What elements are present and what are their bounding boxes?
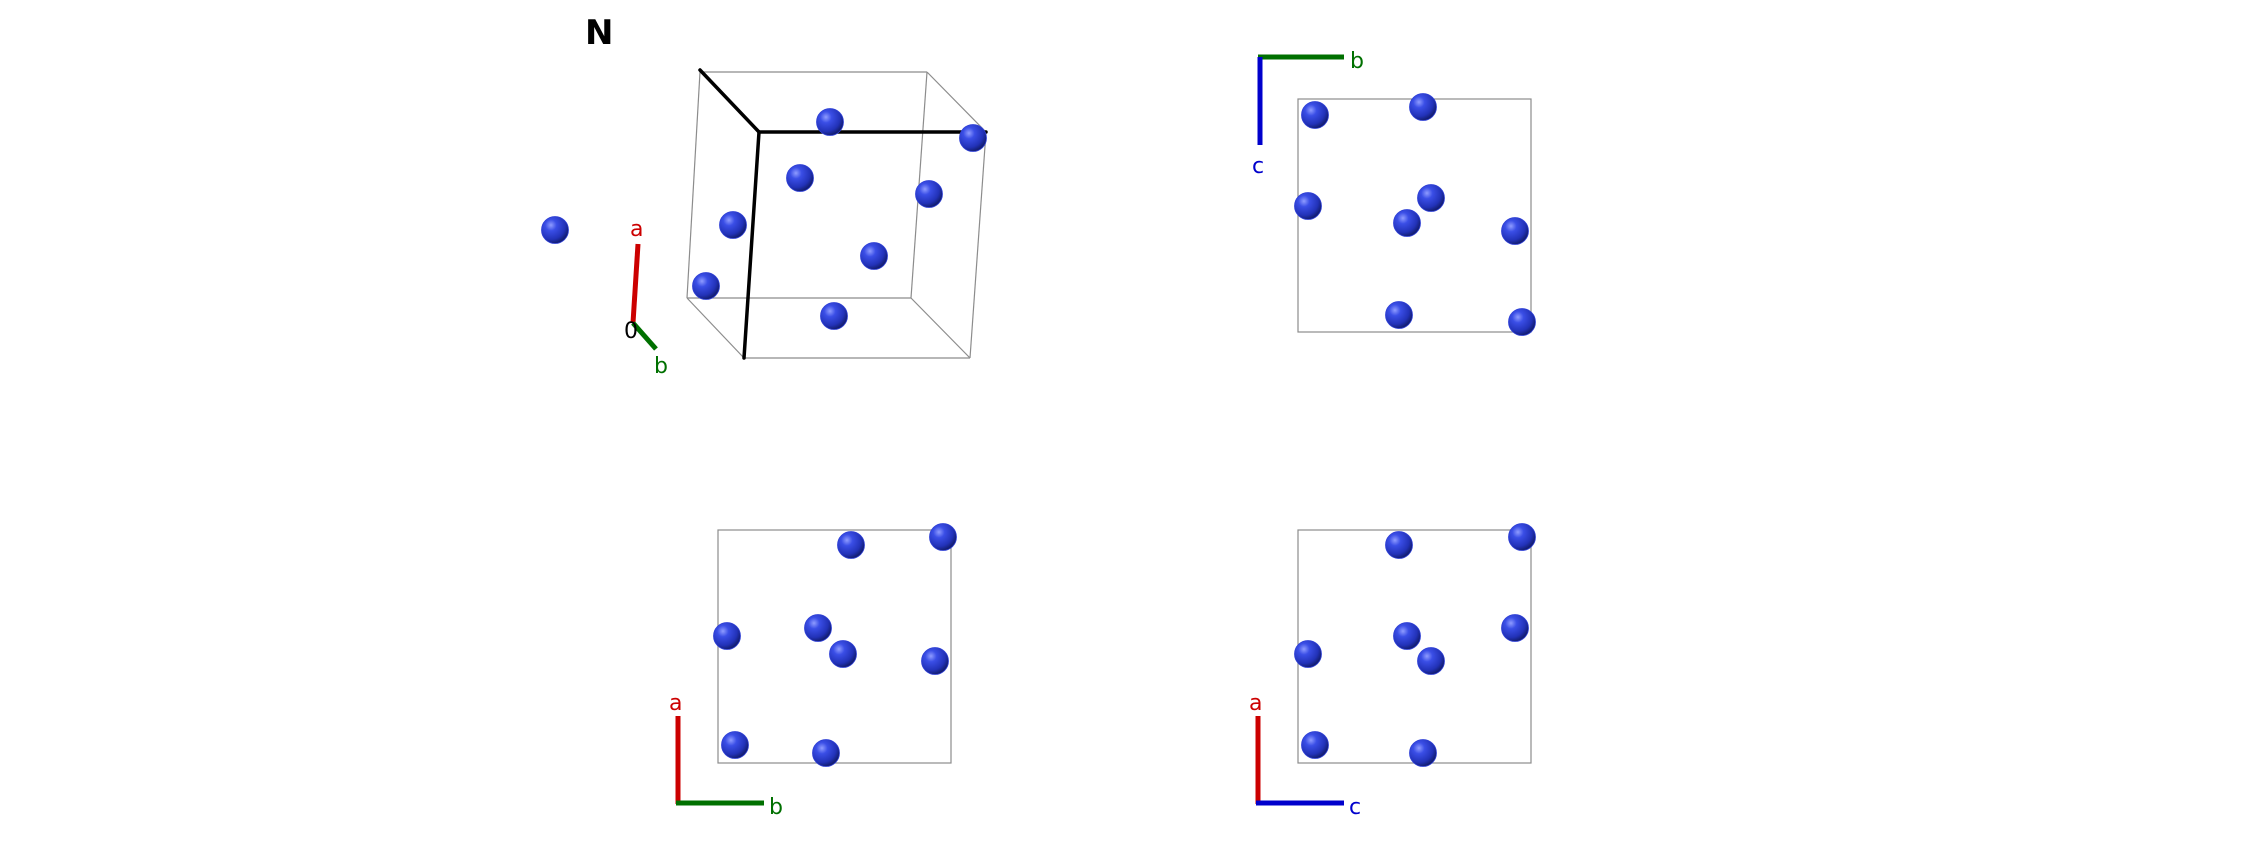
atom — [812, 739, 840, 767]
atoms-bc — [1294, 93, 1536, 336]
axis-triad-ac: a c — [1249, 691, 1361, 820]
element-title: N — [585, 13, 613, 53]
atom — [1294, 192, 1322, 220]
atoms-ac — [1294, 523, 1536, 767]
axis-label-a: a — [630, 217, 643, 242]
atom — [860, 242, 888, 270]
atom — [829, 640, 857, 668]
axis-triad-bc: b c — [1252, 49, 1364, 179]
axis-label-a: a — [669, 691, 682, 716]
atom — [804, 614, 832, 642]
atom — [719, 211, 747, 239]
atom — [1409, 739, 1437, 767]
atom — [921, 647, 949, 675]
atom — [820, 302, 848, 330]
axis-b-line — [631, 321, 658, 351]
axis-label-b: b — [1350, 49, 1364, 74]
atom — [1417, 184, 1445, 212]
projection-ab-panel: a b — [669, 523, 957, 820]
axis-a-line — [630, 243, 641, 324]
atom — [915, 180, 943, 208]
atom — [786, 164, 814, 192]
unit-cell-outline — [686, 68, 988, 360]
atom — [1409, 93, 1437, 121]
atom — [1385, 531, 1413, 559]
projection-ac-panel: a c — [1249, 523, 1536, 820]
atom — [929, 523, 957, 551]
atom — [1301, 731, 1329, 759]
projection-bc-panel: b c — [1252, 49, 1536, 336]
atom — [959, 124, 987, 152]
atom — [1508, 523, 1536, 551]
atom — [692, 272, 720, 300]
atom — [1301, 101, 1329, 129]
atoms-perspective — [541, 108, 987, 330]
atom — [1501, 217, 1529, 245]
atom — [1385, 301, 1413, 329]
origin-label: 0 — [624, 319, 638, 344]
axis-label-b: b — [769, 795, 783, 820]
axis-label-b: b — [654, 354, 668, 379]
atom — [721, 731, 749, 759]
atom — [713, 622, 741, 650]
atom — [1393, 209, 1421, 237]
axis-label-c: c — [1252, 154, 1264, 179]
atom — [1294, 640, 1322, 668]
atom — [1417, 647, 1445, 675]
atom — [541, 216, 569, 244]
axis-label-a: a — [1249, 691, 1262, 716]
perspective-panel: a 0 b — [541, 68, 988, 379]
atoms-ab — [713, 523, 957, 767]
atom — [1501, 614, 1529, 642]
axis-triad-perspective: a 0 b — [624, 217, 668, 379]
atom — [1508, 308, 1536, 336]
atom — [837, 531, 865, 559]
atom — [816, 108, 844, 136]
axis-triad-ab: a b — [669, 691, 783, 820]
atom — [1393, 622, 1421, 650]
axis-label-c: c — [1349, 795, 1361, 820]
